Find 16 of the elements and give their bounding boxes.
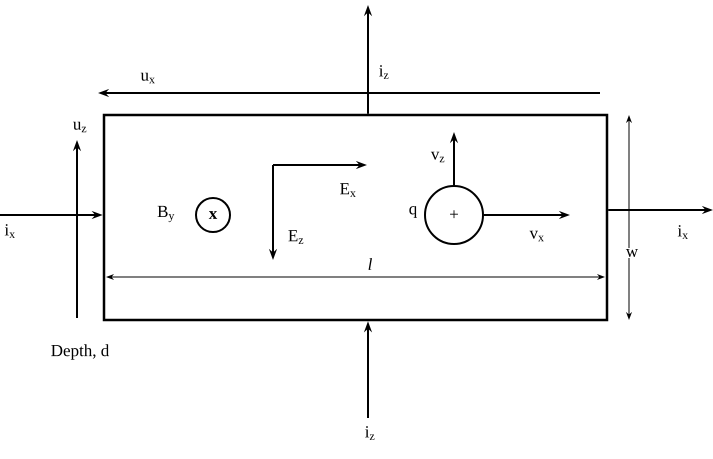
symbol-label: q — [409, 206, 417, 218]
edge-label: i$_{z}$ — [379, 65, 388, 79]
symbol-label: B$_{y}$ — [158, 206, 174, 222]
conductor-slab — [102, 114, 608, 322]
edge-label: i$_{x}$ — [678, 225, 688, 239]
label: E$_{x}$ — [340, 183, 356, 197]
label: E$_{z}$ — [288, 230, 304, 244]
edge-label: v$_{z}$ — [430, 152, 444, 162]
label: w — [624, 248, 640, 258]
label: l — [366, 257, 374, 271]
edge-label: i$_{x}$ — [4, 224, 15, 238]
label: Depth, d — [51, 344, 110, 360]
label: u$_{z}$ — [73, 122, 86, 132]
label: u$_{x}$ — [140, 72, 155, 84]
edge-label: v$_{x}$ — [530, 230, 544, 242]
edge-label: i$_{z}$ — [365, 426, 374, 440]
